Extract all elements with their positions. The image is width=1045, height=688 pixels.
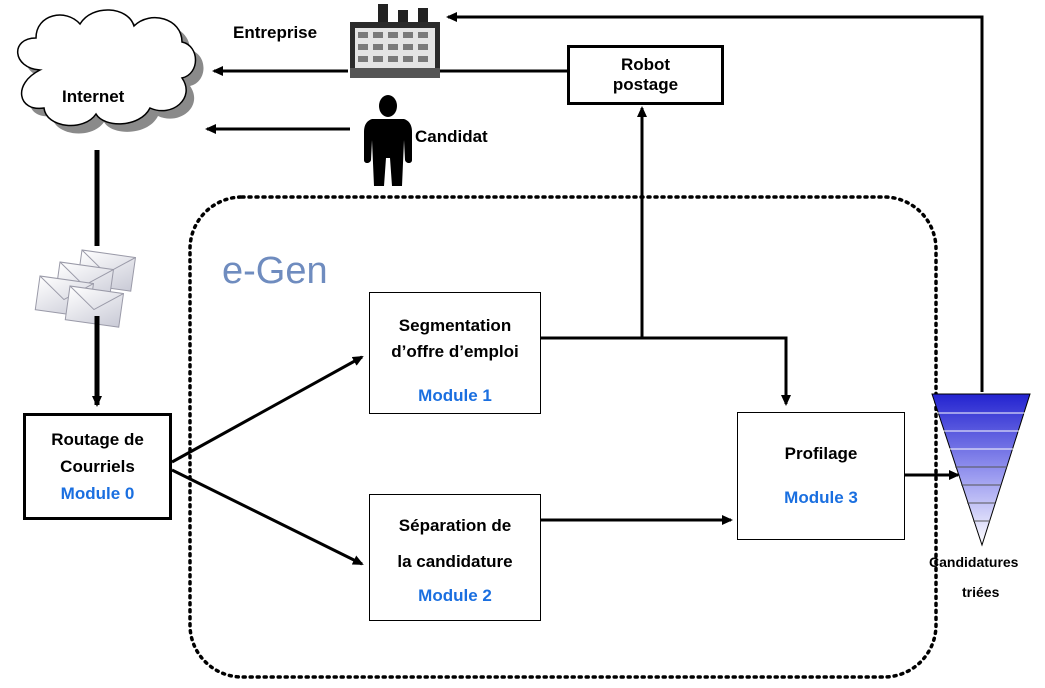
connectors (92, 12, 984, 566)
arrow-funnel-to-entreprise (446, 12, 984, 392)
arrow-routage-to-module1 (171, 355, 364, 464)
emails-icon (34, 249, 137, 328)
entreprise-label: Entreprise (233, 23, 318, 42)
routage-line1: Routage de (51, 430, 144, 449)
separation-box[interactable]: Séparation de la candidature Module 2 (369, 494, 541, 621)
robot-line2: postage (612, 75, 679, 94)
segmentation-line1: Segmentation (398, 316, 512, 335)
module2-label: Module 2 (418, 586, 492, 605)
separation-line2: la candidature (397, 552, 513, 571)
egen-boundary (188, 195, 938, 679)
internet-label: Internet (62, 87, 125, 106)
module0-label: Module 0 (60, 484, 135, 503)
routage-line2: Courriels (60, 457, 135, 476)
separation-line1: Séparation de (398, 516, 512, 535)
internet-cloud-icon (17, 9, 204, 134)
person-icon (364, 95, 412, 186)
egen-logo: e-Gen (222, 250, 328, 292)
funnel-icon (931, 393, 1031, 547)
segmentation-line2: d’offre d’emploi (391, 342, 519, 361)
robot-postage-box[interactable]: Robot postage (567, 45, 724, 105)
arrow-routage-to-module2 (171, 468, 364, 566)
candidat-label: Candidat (415, 127, 488, 146)
module3-label: Module 3 (784, 488, 858, 507)
profilage-box[interactable]: Profilage Module 3 (737, 412, 905, 540)
factory-icon (350, 4, 440, 78)
segmentation-box[interactable]: Segmentation d’offre d’emploi Module 1 (369, 292, 541, 414)
profilage-label: Profilage (784, 444, 858, 463)
candidatures-line1: Candidatures (929, 554, 1019, 570)
module1-label: Module 1 (418, 386, 492, 405)
candidatures-line2: triées (962, 584, 1000, 600)
routage-box[interactable]: Routage de Courriels Module 0 (23, 413, 172, 520)
arrow-module1-to-profilage (541, 336, 791, 406)
robot-line1: Robot (620, 55, 671, 74)
